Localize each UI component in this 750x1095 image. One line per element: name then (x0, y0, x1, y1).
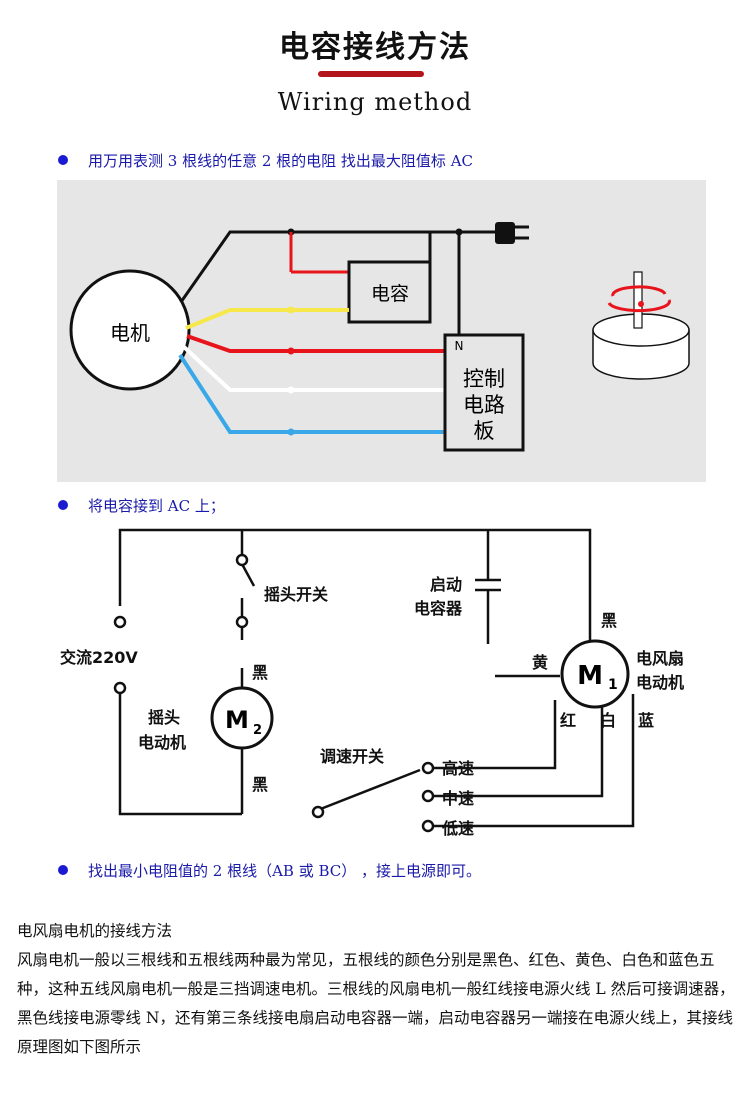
bullet-dot-icon (58, 155, 68, 165)
m1-yellow-label: 黄 (532, 653, 548, 672)
page-subtitle: Wiring method (277, 88, 473, 116)
speed-switch-label: 调速开关 (320, 747, 384, 766)
motor-label: 电机 (110, 321, 150, 345)
ac-label: 交流220V (60, 648, 138, 667)
capacitor-box (347, 260, 432, 324)
fan-motor-icon (592, 271, 690, 380)
board-label-2: 电路 (463, 393, 505, 417)
m1-black-label: 黑 (601, 611, 617, 630)
m1-blue-label: 蓝 (638, 711, 654, 730)
board-label-3: 板 (474, 419, 495, 443)
m1-red-label: 红 (560, 711, 576, 730)
article-section: 电风扇电机的接线方法 风扇电机一般以三根线和五根线两种最为常见，五根线的颜色分别… (17, 917, 737, 1062)
control-board-box (443, 333, 525, 452)
wire-blue (178, 353, 445, 434)
speed-low-label: 低速 (441, 819, 474, 838)
wiring-diagram-svg: 电机 电容 N 控制 (69, 222, 690, 452)
m1-white-label: 白 (600, 711, 616, 730)
m2-desc-2: 电动机 (138, 733, 186, 752)
article-heading: 电风扇电机的接线方法 (17, 922, 173, 940)
start-cap-label-2: 电容器 (414, 599, 463, 618)
m1-desc-1: 电风扇 (636, 649, 684, 668)
m2-black-top-label: 黑 (252, 663, 268, 682)
bullet-text: 将电容接到 AC 上； (88, 497, 225, 515)
motor-m1-circle (560, 639, 630, 709)
m2-black-bottom-label: 黑 (252, 775, 268, 794)
swing-switch-label: 摇头开关 (264, 585, 328, 604)
motor-circle (69, 269, 191, 391)
m1-desc-2: 电动机 (636, 673, 684, 692)
bullet-text: 找出最小电阻值的 2 根线（AB 或 BC） ，接上电源即可。 (88, 862, 482, 880)
power-plug-icon (459, 222, 529, 244)
wiring-schematic: M 1 M 2 交流220V 摇头开关 启动 电容器 黑 黄 电风扇 电动机 红… (50, 518, 700, 858)
bullet-step-1: 用万用表测 3 根线的任意 2 根的电阻 找出最大阻值标 AC (58, 150, 473, 171)
bullet-text: 用万用表测 3 根线的任意 2 根的电阻 找出最大阻值标 AC (88, 152, 474, 170)
schematic-svg: M 1 M 2 交流220V 摇头开关 启动 电容器 黑 黄 电风扇 电动机 红… (60, 528, 684, 838)
bullet-step-2: 将电容接到 AC 上； (58, 495, 225, 516)
capacitor-label: 电容 (371, 283, 409, 305)
wire-yellow (185, 308, 349, 330)
neutral-label: N (455, 339, 464, 353)
m1-label: M (577, 661, 603, 691)
page-title: 电容接线方法 (279, 30, 471, 65)
wire-black (179, 230, 459, 303)
wiring-diagram-colored: 电机 电容 N 控制 (57, 180, 706, 482)
m2-desc-1: 摇头 (148, 708, 180, 727)
speed-high-label: 高速 (442, 759, 474, 778)
bullet-dot-icon (58, 500, 68, 510)
bullet-step-3: 找出最小电阻值的 2 根线（AB 或 BC） ，接上电源即可。 (58, 860, 481, 881)
title-underline (318, 71, 424, 77)
start-cap-label-1: 启动 (430, 575, 462, 594)
m2-label: M (225, 706, 249, 734)
m1-sub: 1 (608, 677, 618, 693)
motor-m2-circle (210, 686, 274, 750)
wire-red (186, 334, 445, 353)
speed-mid-label: 中速 (442, 789, 474, 808)
wire-white (182, 345, 445, 392)
board-label-1: 控制 (463, 367, 505, 391)
bullet-dot-icon (58, 865, 68, 875)
article-body: 风扇电机一般以三根线和五根线两种最为常见，五根线的颜色分别是黑色、红色、黄色、白… (17, 951, 735, 1056)
m2-sub: 2 (253, 723, 262, 738)
